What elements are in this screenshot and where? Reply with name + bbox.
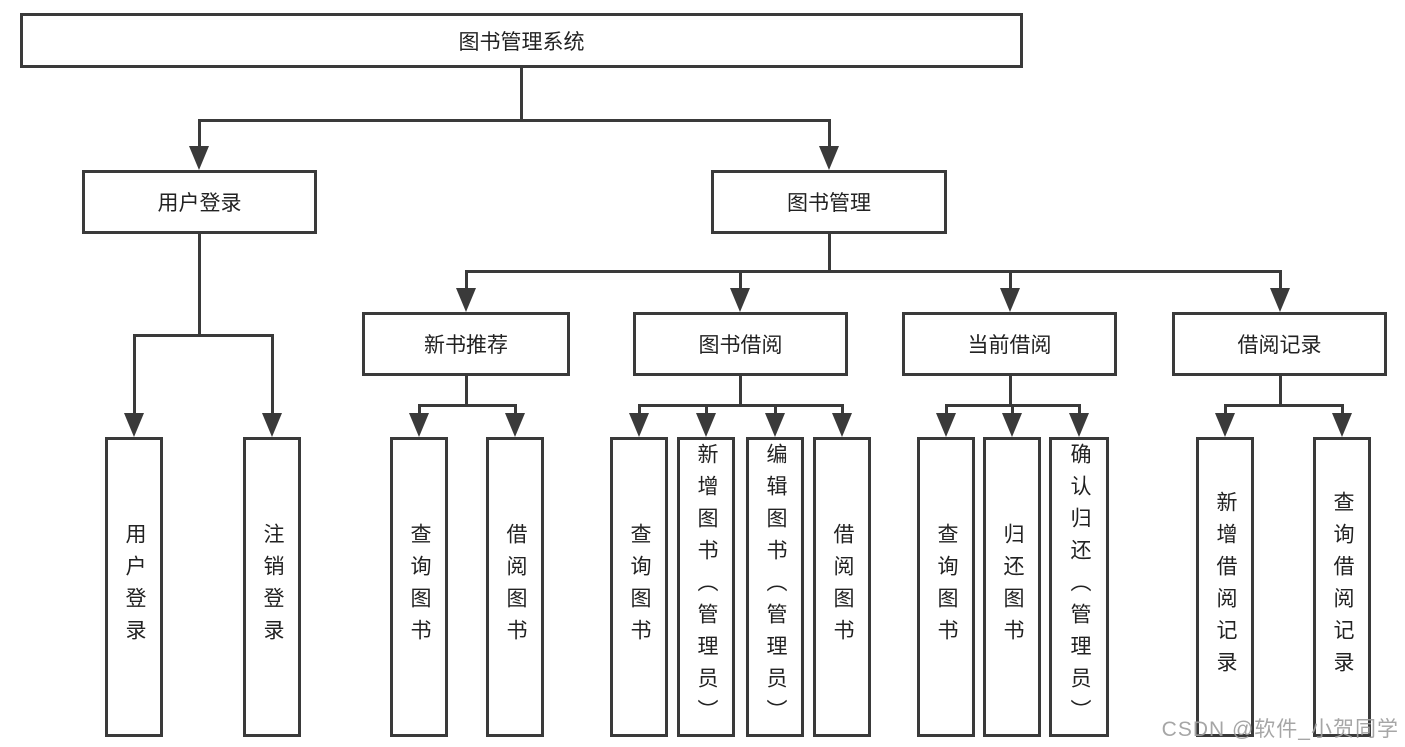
arrow-down-icon xyxy=(1215,413,1235,437)
connector-drop-leaf xyxy=(271,334,274,416)
node-new-book-recommendation: 新书推荐 xyxy=(362,312,570,376)
connector-drop-leaf xyxy=(1011,404,1014,416)
arrow-down-icon xyxy=(124,413,144,437)
connector-drop-leaf xyxy=(418,404,421,416)
connector-rail-level2 xyxy=(198,119,831,122)
connector-drop-leaf xyxy=(638,404,641,416)
leaf-query-books-borrow: 查询图书 xyxy=(610,437,668,737)
leaf-add-books-admin: 新增图书（管理员） xyxy=(677,437,735,737)
connector-book-management-stem xyxy=(828,232,831,273)
arrow-down-icon xyxy=(189,146,209,170)
connector-rail-leaves xyxy=(1224,404,1344,407)
arrow-down-icon xyxy=(765,413,785,437)
arrow-down-icon xyxy=(1000,288,1020,312)
leaf-logout: 注销登录 xyxy=(243,437,301,737)
leaf-query-books-recommend: 查询图书 xyxy=(390,437,448,737)
connector-rail-user-login xyxy=(133,334,274,337)
arrow-down-icon xyxy=(262,413,282,437)
leaf-borrow-books: 借阅图书 xyxy=(813,437,871,737)
node-book-management: 图书管理 xyxy=(711,170,947,234)
connector-drop-leaf xyxy=(514,404,517,416)
connector-user-login-stem xyxy=(198,232,201,336)
connector-drop-leaf xyxy=(133,334,136,416)
connector-stem xyxy=(465,374,468,407)
arrow-down-icon xyxy=(409,413,429,437)
connector-drop-leaf xyxy=(841,404,844,416)
arrow-down-icon xyxy=(1002,413,1022,437)
arrow-down-icon xyxy=(629,413,649,437)
connector-drop-user-login xyxy=(198,119,201,149)
leaf-add-borrow-record: 新增借阅记录 xyxy=(1196,437,1254,737)
arrow-down-icon xyxy=(696,413,716,437)
node-current-borrowing: 当前借阅 xyxy=(902,312,1117,376)
connector-drop-leaf xyxy=(1224,404,1227,416)
connector-drop-leaf xyxy=(705,404,708,416)
leaf-return-books: 归还图书 xyxy=(983,437,1041,737)
connector-rail-level3 xyxy=(465,270,1282,273)
connector-drop-leaf xyxy=(1341,404,1344,416)
connector-root-stem xyxy=(520,66,523,121)
connector-rail-leaves xyxy=(638,404,844,407)
arrow-down-icon xyxy=(1069,413,1089,437)
node-book-borrowing: 图书借阅 xyxy=(633,312,848,376)
connector-stem xyxy=(739,374,742,407)
connector-drop-leaf xyxy=(945,404,948,416)
connector-stem xyxy=(1279,374,1282,407)
arrow-down-icon xyxy=(1270,288,1290,312)
connector-drop-leaf xyxy=(774,404,777,416)
arrow-down-icon xyxy=(456,288,476,312)
leaf-confirm-return-admin: 确认归还（管理员） xyxy=(1049,437,1109,737)
connector-rail-leaves xyxy=(418,404,517,407)
arrow-down-icon xyxy=(505,413,525,437)
connector-drop-new-books xyxy=(465,270,468,291)
node-root-library-system: 图书管理系统 xyxy=(20,13,1023,68)
connector-stem xyxy=(1009,374,1012,407)
connector-drop-book-management xyxy=(828,119,831,149)
arrow-down-icon xyxy=(730,288,750,312)
leaf-query-borrow-record: 查询借阅记录 xyxy=(1313,437,1371,737)
leaf-edit-books-admin: 编辑图书（管理员） xyxy=(746,437,804,737)
node-borrowing-records: 借阅记录 xyxy=(1172,312,1387,376)
connector-drop-borrow-records xyxy=(1279,270,1282,291)
leaf-query-books-current: 查询图书 xyxy=(917,437,975,737)
connector-drop-current-borrow xyxy=(1009,270,1012,291)
arrow-down-icon xyxy=(832,413,852,437)
connector-drop-book-borrow xyxy=(739,270,742,291)
arrow-down-icon xyxy=(1332,413,1352,437)
leaf-borrow-books-recommend: 借阅图书 xyxy=(486,437,544,737)
csdn-watermark: CSDN @软件_小贺同学 xyxy=(1161,718,1399,741)
connector-drop-leaf xyxy=(1078,404,1081,416)
leaf-user-login: 用户登录 xyxy=(105,437,163,737)
arrow-down-icon xyxy=(936,413,956,437)
arrow-down-icon xyxy=(819,146,839,170)
node-user-login: 用户登录 xyxy=(82,170,317,234)
